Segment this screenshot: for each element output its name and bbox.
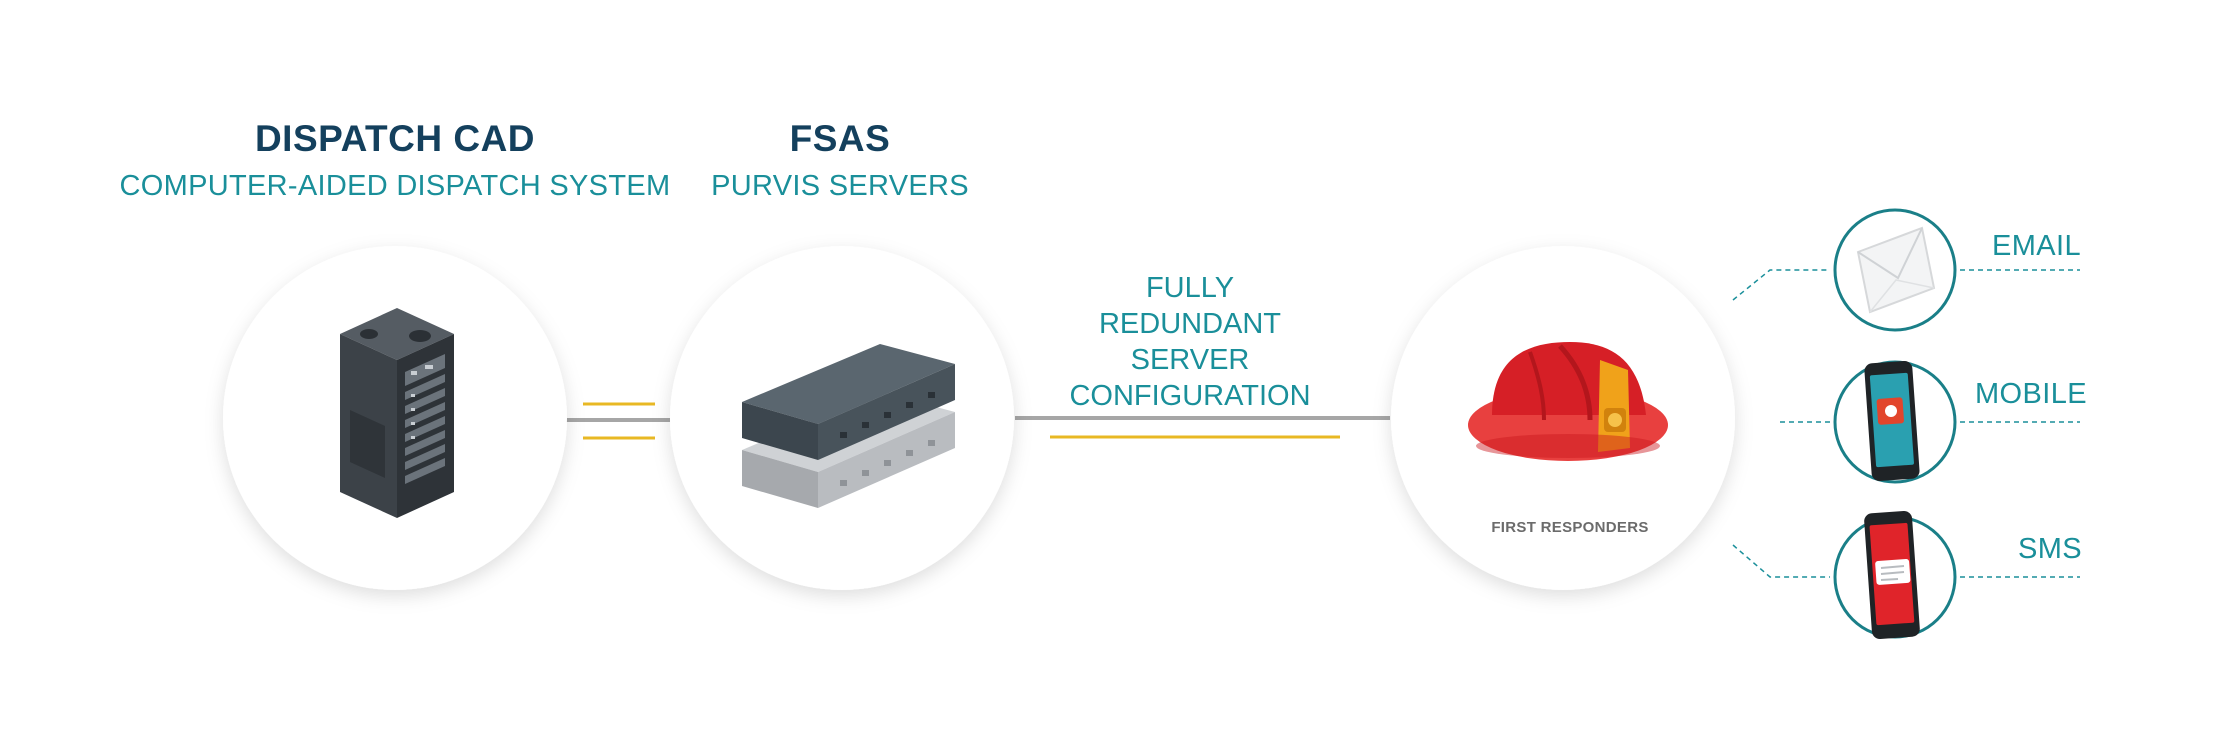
channel-label-sms: SMS: [2018, 533, 2083, 565]
dispatch-cad-subtitle: COMPUTER-AIDED DISPATCH SYSTEM: [119, 170, 671, 202]
server-tower-icon: [340, 308, 454, 518]
fsas-title: FSAS: [789, 118, 891, 159]
smartphone-icon: [1864, 361, 1920, 481]
sms-phone-icon: [1864, 511, 1920, 639]
firefighter-helmet-icon: [1468, 342, 1668, 461]
channel-label-mobile: MOBILE: [1975, 378, 2087, 410]
redundant-line-1: FULLY: [1145, 272, 1235, 304]
connector-fsas-responders: [1015, 416, 1390, 439]
dispatch-cad-title: DISPATCH CAD: [254, 118, 536, 159]
channel-connectors: [1732, 269, 2080, 578]
redundant-line-3: CONFIGURATION: [1069, 380, 1311, 412]
channel-label-email: EMAIL: [1992, 230, 2082, 262]
envelope-icon: [1856, 226, 1936, 314]
connector-dispatch-fsas: [565, 402, 670, 440]
fsas-subtitle: PURVIS SERVERS: [711, 170, 969, 202]
first-responders-label: FIRST RESPONDERS: [1491, 519, 1649, 536]
redundant-config-label: FULLY REDUNDANT SERVER CONFIGURATION: [1040, 270, 1340, 414]
rack-servers-icon: [742, 344, 955, 508]
redundant-line-2: REDUNDANT SERVER: [1098, 308, 1282, 376]
